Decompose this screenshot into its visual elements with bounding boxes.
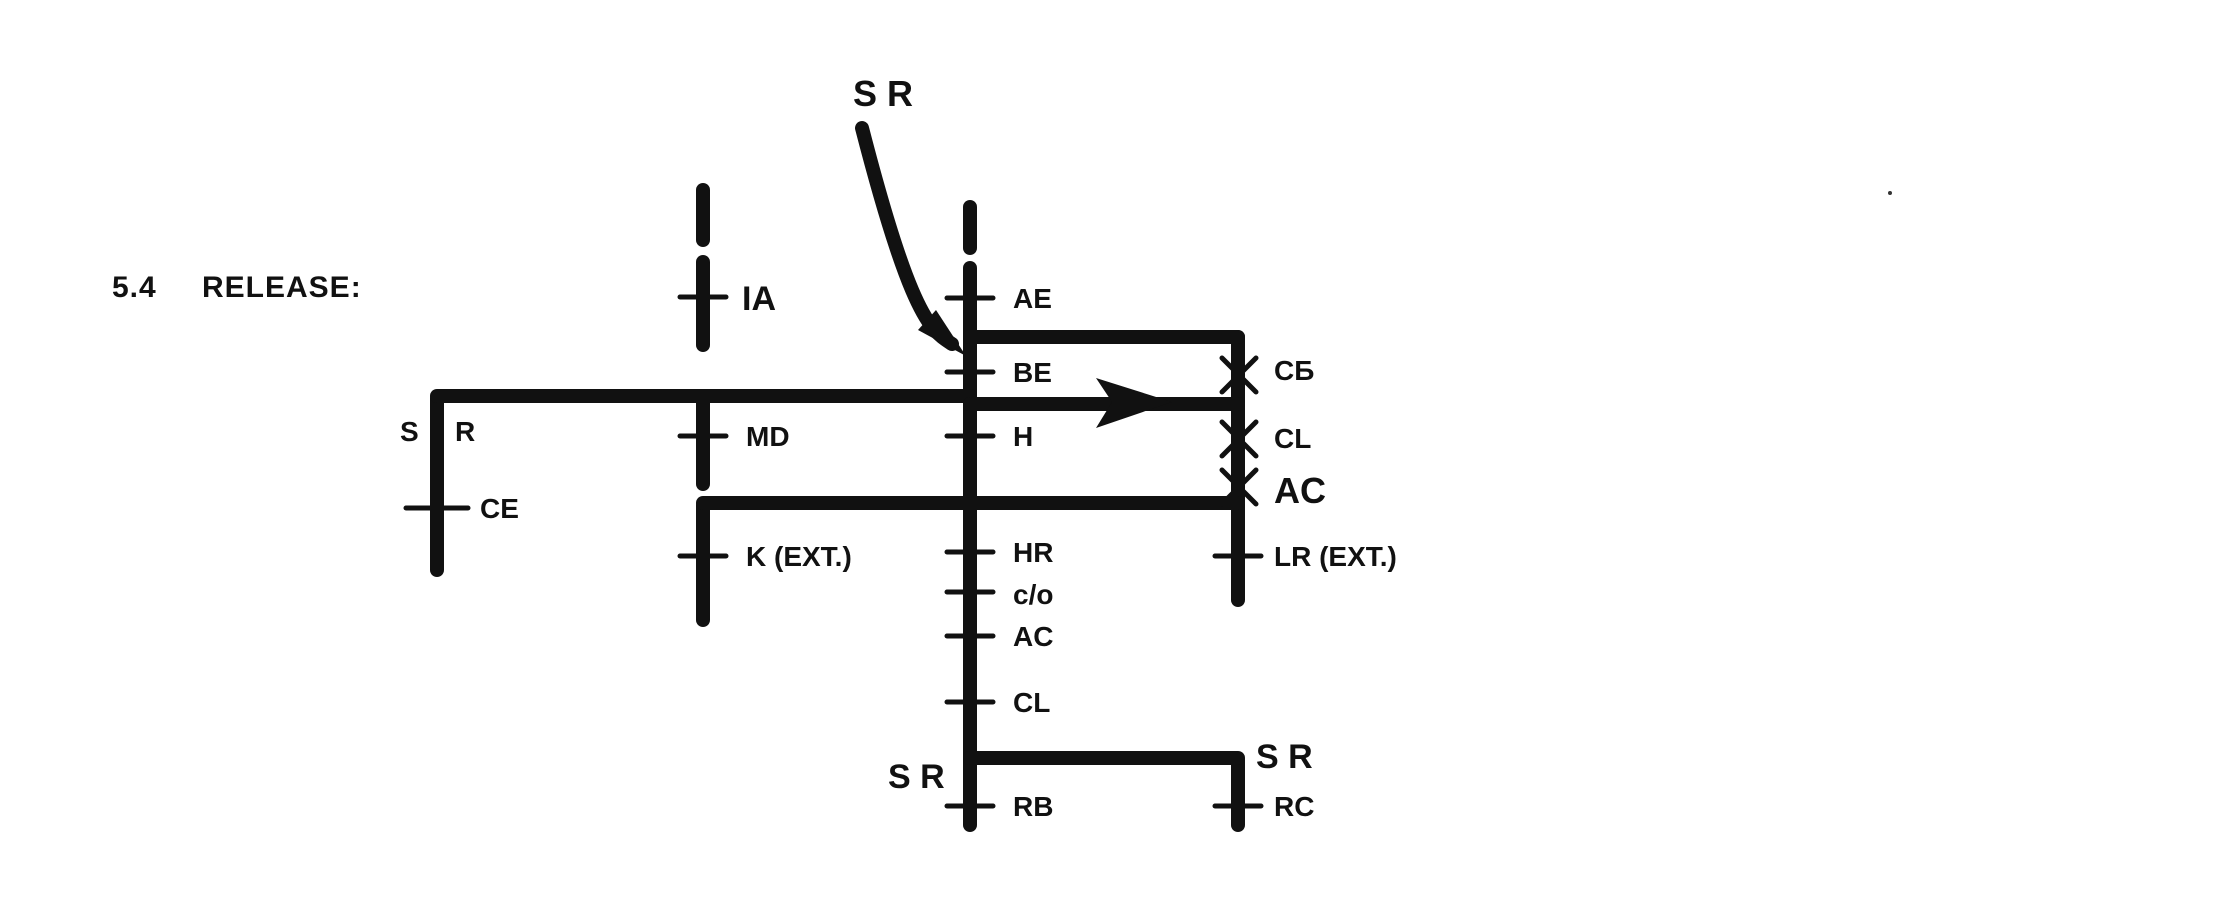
section-number: 5.4 xyxy=(112,271,157,304)
label-cl-main: CL xyxy=(1013,687,1050,718)
label-lr-ext: LR (EXT.) xyxy=(1274,541,1397,572)
label-ce: CE xyxy=(480,493,519,524)
label-be: BE xyxy=(1013,357,1052,388)
label-top-sr: S R xyxy=(853,73,913,114)
x-mark-cl xyxy=(1219,419,1259,459)
label-cb: CБ xyxy=(1274,355,1314,386)
label-md: MD xyxy=(746,421,790,452)
label-ia: IA xyxy=(742,280,776,318)
sr-curved-arrowhead xyxy=(918,310,966,356)
label-ac-main: AC xyxy=(1013,621,1053,652)
scan-speck xyxy=(1888,191,1892,195)
label-sr-bottom-right: S R xyxy=(1256,738,1313,776)
label-rb: RB xyxy=(1013,791,1053,822)
be-arrowhead xyxy=(1096,378,1172,428)
label-co: c/o xyxy=(1013,579,1053,610)
label-ac-right: AC xyxy=(1274,470,1326,511)
sr-curved-arrow-line xyxy=(855,121,959,351)
label-cl-right: CL xyxy=(1274,423,1311,454)
x-mark-cb xyxy=(1219,355,1259,395)
label-left-s: S xyxy=(400,416,419,447)
label-h: H xyxy=(1013,421,1033,452)
label-rc: RC xyxy=(1274,791,1314,822)
label-k-ext: K (EXT.) xyxy=(746,541,852,572)
label-left-r: R xyxy=(455,416,475,447)
x-mark-ac xyxy=(1219,467,1259,507)
label-ae: AE xyxy=(1013,283,1052,314)
label-hr: HR xyxy=(1013,537,1053,568)
section-title: RELEASE: xyxy=(202,271,362,304)
label-sr-bottom-left: S R xyxy=(888,758,945,796)
